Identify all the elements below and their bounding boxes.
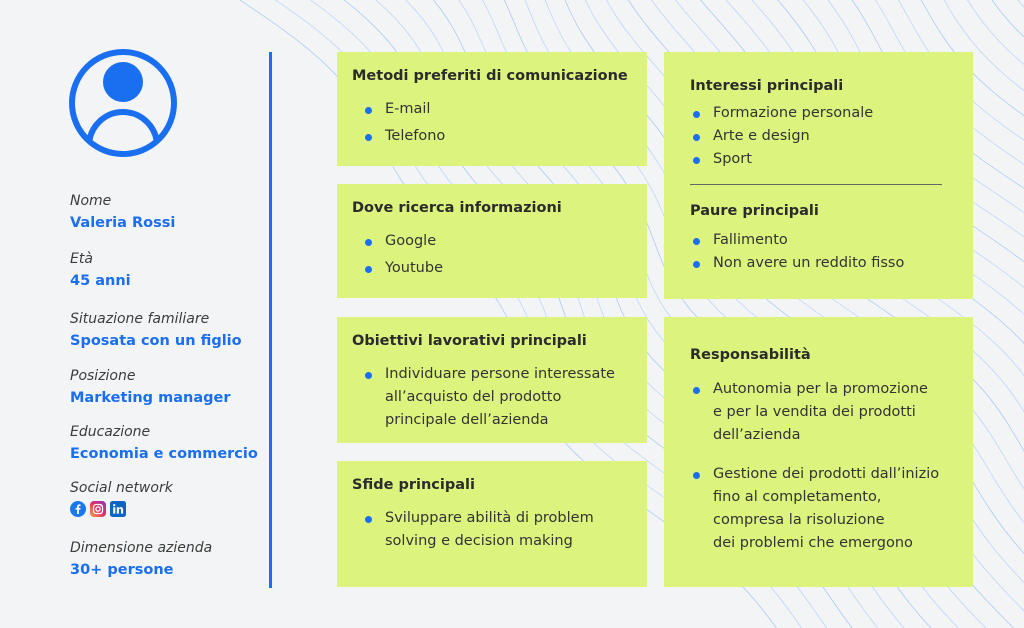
linkedin-icon[interactable] [110,501,126,517]
social-icons [70,501,173,517]
field-value: Valeria Rossi [70,215,176,231]
field-value: 30+ persone [70,562,174,578]
field-eta: Età 45 anni [70,250,131,291]
vertical-divider [269,52,272,588]
field-educazione: Educazione Economia e commercio [70,423,258,464]
field-value: Sposata con un figlio [70,333,242,349]
wave-line [991,0,1024,38]
wave-line [584,0,1024,524]
field-label: Social network [70,480,173,496]
list-item: Non avere un reddito fisso [690,252,973,275]
field-label: Nome [70,193,112,209]
field-situazione: Situazione familiare Sposata con un figl… [70,310,242,351]
card-title: Responsabilità [690,347,811,363]
instagram-icon[interactable] [90,501,106,517]
field-label: Dimensione azienda [70,540,213,556]
list-item: Fallimento [690,229,973,252]
list-item: Telefono [352,125,633,148]
card-list: Sviluppare abilità di problem solving e … [352,507,633,553]
field-label: Età [70,251,93,267]
card-sfide: Sfide principali Sviluppare abilità di p… [337,461,647,587]
list-item: Youtube [352,257,633,280]
list-item: Autonomia per la promozione e per la ven… [690,378,973,447]
list-item: Gestione dei prodotti dall’inizio fino a… [690,463,973,555]
field-value: Economia e commercio [70,446,258,462]
card-title: Metodi preferiti di comunicazione [352,68,628,84]
facebook-icon[interactable] [70,501,86,517]
card-list: E-mail Telefono [352,98,633,148]
card-interessi-paure: Interessi principali Formazione personal… [664,52,973,299]
card-separator [690,184,942,185]
card-list: Autonomia per la promozione e per la ven… [690,378,973,555]
field-social: Social network [70,479,173,517]
user-avatar-icon [69,49,177,157]
field-value: Marketing manager [70,390,231,406]
field-label: Posizione [70,368,136,384]
card-title: Interessi principali [690,78,844,94]
card-title: Sfide principali [352,477,475,493]
card-title: Obiettivi lavorativi principali [352,333,587,349]
field-posizione: Posizione Marketing manager [70,367,230,408]
field-dimensione: Dimensione azienda 30+ persone [70,539,212,580]
list-item: Formazione personale [690,102,973,125]
card-informazioni: Dove ricerca informazioni Google Youtube [337,184,647,298]
field-nome: Nome Valeria Rossi [70,192,175,233]
card-list: Individuare persone interessate all’acqu… [352,363,633,432]
card-list: Google Youtube [352,230,633,280]
list-item: Arte e design [690,125,973,148]
list-item: Google [352,230,633,253]
list-item: Sport [690,148,973,171]
card-list: Fallimento Non avere un reddito fisso [690,229,973,275]
wave-line [920,0,1024,117]
field-label: Educazione [70,424,151,440]
list-item: E-mail [352,98,633,121]
card-responsabilita: Responsabilità Autonomia per la promozio… [664,317,973,587]
card-title: Paure principali [690,203,819,219]
wave-line [1017,0,1024,8]
card-obiettivi: Obiettivi lavorativi principali Individu… [337,317,647,443]
list-item: Sviluppare abilità di problem solving e … [352,507,633,553]
list-item: Individuare persone interessate all’acqu… [352,363,633,432]
card-title: Dove ricerca informazioni [352,200,562,216]
card-comunicazione: Metodi preferiti di comunicazione E-mail… [337,52,647,166]
field-value: 45 anni [70,273,131,289]
field-label: Situazione familiare [70,311,210,327]
card-list: Formazione personale Arte e design Sport [690,102,973,171]
